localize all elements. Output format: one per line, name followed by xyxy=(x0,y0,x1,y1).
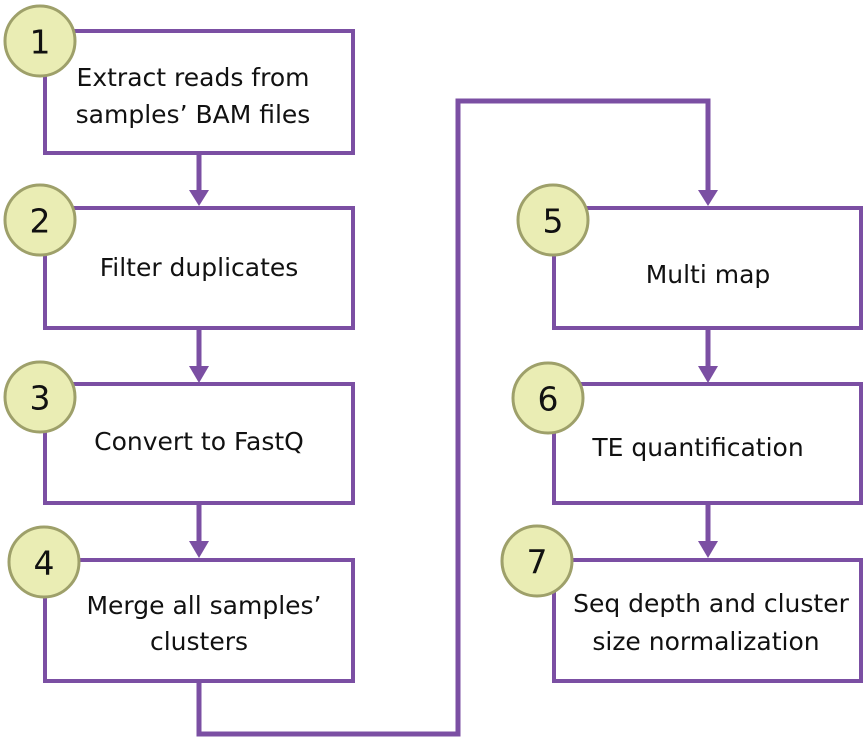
step-box-7 xyxy=(552,558,863,683)
step-5-badge xyxy=(516,183,590,257)
step-1-number: 1 xyxy=(30,23,51,62)
step-7-label-line-1: Seq depth and cluster xyxy=(573,589,850,618)
step-4-label-line-2: clusters xyxy=(150,627,248,656)
step-4-label-line-1: Merge all samples’ xyxy=(86,591,321,620)
step-1-label-line-2: samples’ BAM files xyxy=(76,100,311,129)
step-7-label-line-2: size normalization xyxy=(592,627,819,656)
step-6: TE quantification 6 xyxy=(511,361,863,505)
step-7-badge xyxy=(500,524,574,598)
step-5-number: 5 xyxy=(543,202,564,241)
step-6-badge xyxy=(511,361,585,435)
step-7-number: 7 xyxy=(527,543,548,582)
step-box-6 xyxy=(552,382,863,505)
step-4: Merge all samples’ clusters 4 xyxy=(7,525,355,683)
step-3-badge xyxy=(3,360,77,434)
arrowhead-1-2 xyxy=(189,190,209,206)
step-1: Extract reads from samples’ BAM files 1 xyxy=(3,4,355,155)
step-6-label-line-1: TE quantification xyxy=(591,433,803,462)
step-box-2 xyxy=(43,206,355,330)
step-2-label-line-1: Filter duplicates xyxy=(100,253,299,282)
arrowhead-3-4 xyxy=(189,541,209,558)
arrowhead-5-6 xyxy=(698,366,718,383)
step-4-badge xyxy=(7,525,81,599)
step-3: Convert to FastQ 3 xyxy=(3,360,355,505)
connectors xyxy=(189,98,718,737)
step-3-number: 3 xyxy=(30,379,51,418)
step-box-5 xyxy=(552,206,863,330)
step-box-3 xyxy=(43,382,355,505)
step-3-label-line-1: Convert to FastQ xyxy=(94,427,304,456)
step-7: Seq depth and cluster size normalization… xyxy=(500,524,863,683)
arrowhead-6-7 xyxy=(698,541,718,558)
step-5: Multi map 5 xyxy=(516,183,863,330)
arrowhead-4-5 xyxy=(698,190,718,206)
step-1-label-line-1: Extract reads from xyxy=(77,63,310,92)
step-5-label-line-1: Multi map xyxy=(646,260,771,289)
step-2-badge xyxy=(3,183,77,257)
connector-4-5 xyxy=(196,98,711,737)
step-1-badge xyxy=(3,4,77,78)
arrowhead-2-3 xyxy=(189,366,209,383)
step-box-1 xyxy=(43,29,355,155)
step-4-number: 4 xyxy=(34,544,55,583)
step-6-number: 6 xyxy=(538,380,559,419)
step-2-number: 2 xyxy=(30,202,51,241)
step-box-4 xyxy=(43,558,355,683)
step-2: Filter duplicates 2 xyxy=(3,183,355,330)
